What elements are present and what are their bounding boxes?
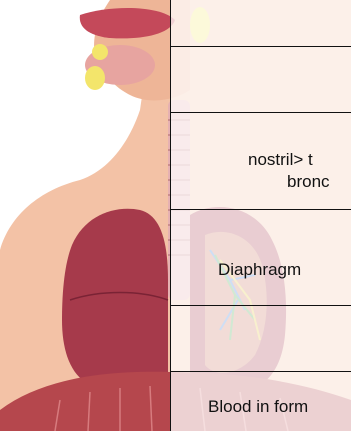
gland-left [85,66,105,90]
blood-label: Blood in form [208,397,308,417]
table-row-divider [170,305,351,306]
left-lung [62,209,168,391]
table-row-divider [170,371,351,372]
airway-path-label-line2: bronc [287,172,330,192]
airway-path-label-line1: nostril> t [248,150,313,170]
gland-upper [92,44,108,60]
table-row-divider [170,46,351,47]
table-row-divider [170,112,351,113]
diaphragm-label: Diaphragm [218,260,301,280]
table-left-border [170,0,171,431]
table-row-divider [170,209,351,210]
